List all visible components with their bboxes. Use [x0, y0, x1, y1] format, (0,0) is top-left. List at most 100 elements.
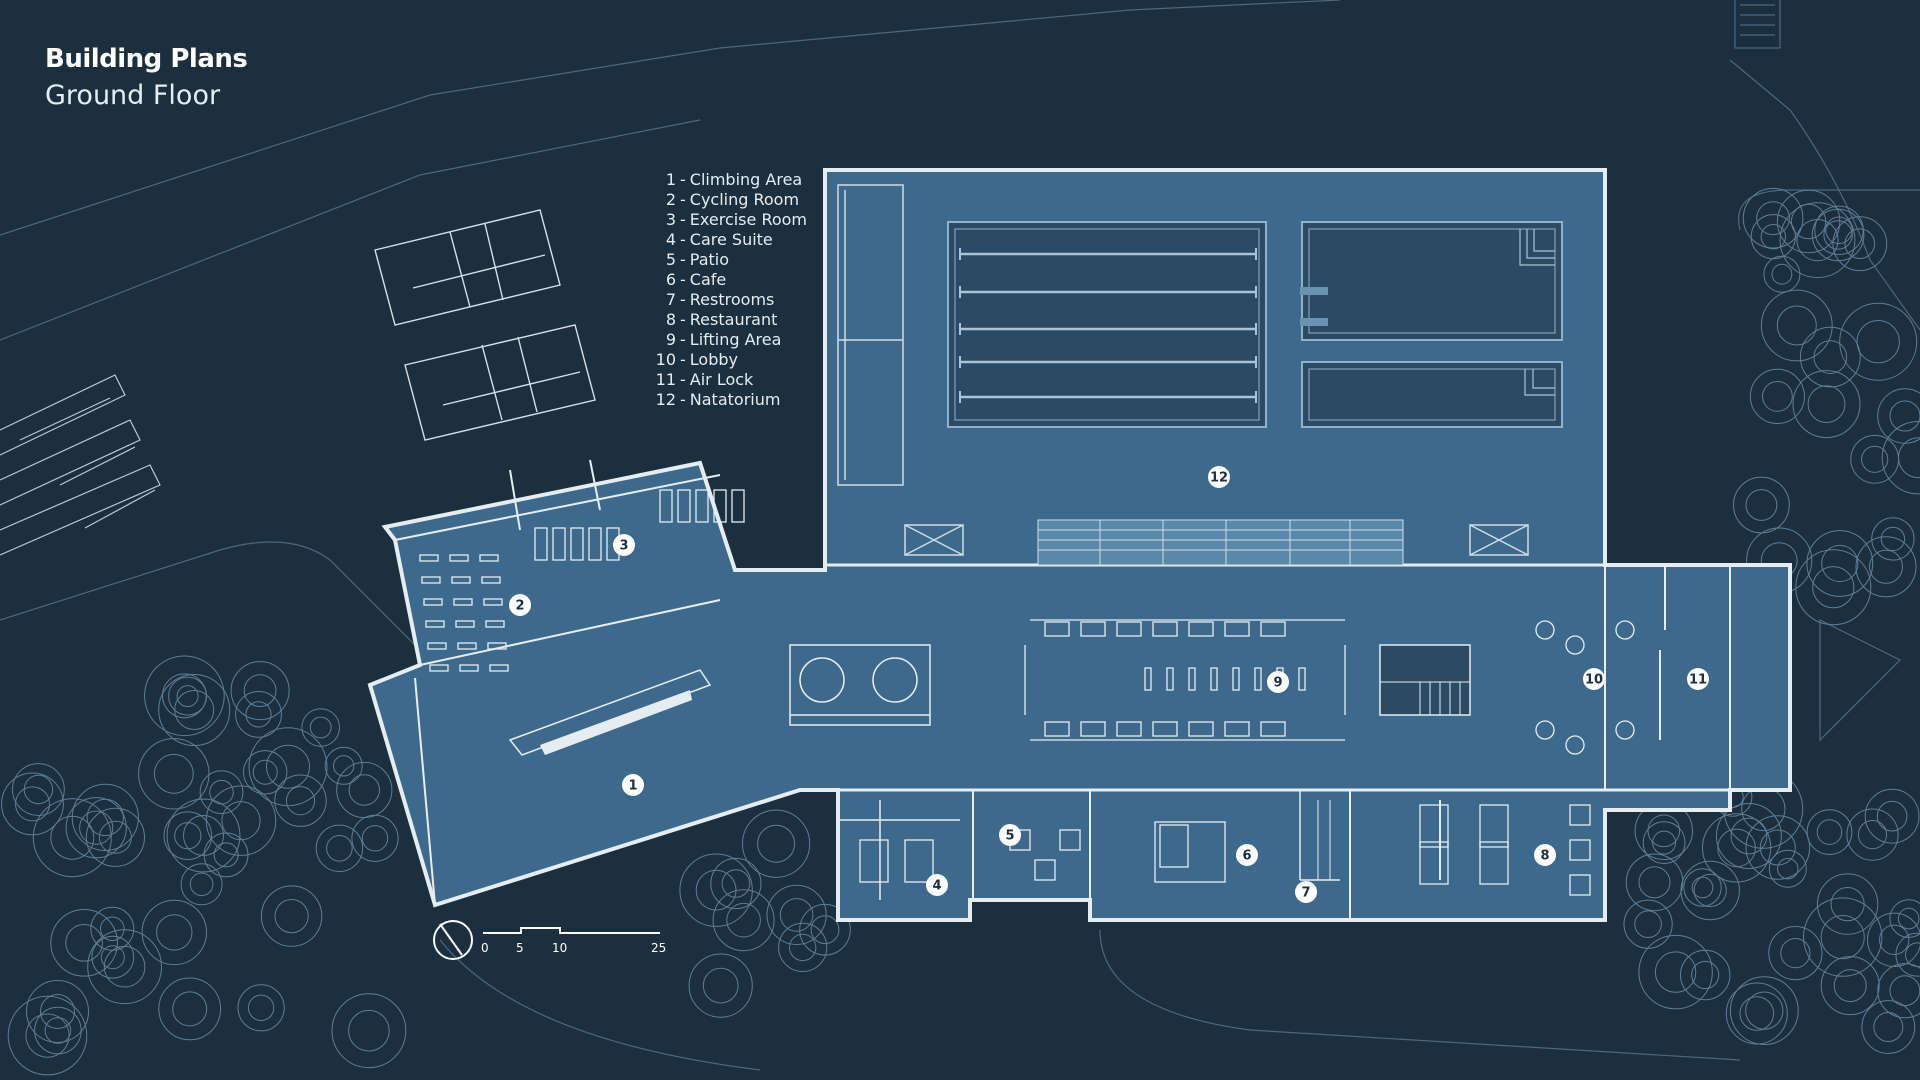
tree-core [176, 685, 199, 708]
bike [449, 554, 469, 562]
tree-core [15, 786, 50, 822]
tree-core [274, 899, 309, 934]
tree [1795, 549, 1872, 626]
room-badge: 4 [926, 874, 948, 896]
strength-machine [1224, 621, 1250, 637]
road-edge-north [0, 9, 1131, 236]
tree [1779, 202, 1856, 279]
tree-core [65, 924, 103, 962]
tree-core [1869, 549, 1903, 584]
bike [455, 620, 475, 628]
legend-item: 4-Care Suite [648, 230, 807, 250]
legend-item: 11-Air Lock [648, 370, 807, 390]
tree-core [23, 774, 54, 805]
road-edge-inner [0, 119, 701, 341]
tree-core [1693, 873, 1727, 908]
tree [71, 783, 139, 852]
strength-machine [1188, 621, 1214, 637]
tree-core [333, 755, 355, 777]
legend-item: 12-Natatorium [648, 390, 807, 410]
legend-number: 12 [655, 390, 676, 409]
path-east [1729, 59, 1920, 331]
tree [1750, 214, 1796, 260]
pool-spa [1301, 361, 1563, 428]
strength-machine [1224, 721, 1250, 737]
small-table [1569, 804, 1591, 826]
tree-core [1717, 828, 1756, 868]
tree-core [100, 916, 125, 942]
room-badge: 7 [1295, 881, 1317, 903]
tree [1861, 1000, 1916, 1054]
legend-label: Lobby [689, 350, 738, 369]
tree-core [174, 690, 215, 730]
path-west [0, 541, 421, 651]
room-badge: 6 [1236, 844, 1258, 866]
tree-core [1776, 305, 1817, 346]
tree [144, 655, 225, 737]
room-badge-number: 6 [1242, 849, 1251, 864]
tree-core [326, 835, 353, 862]
legend-number: 4 [665, 230, 676, 249]
tree-core [1647, 814, 1681, 848]
tree [166, 798, 241, 873]
tree-core [266, 744, 310, 789]
room-badge-number: 7 [1301, 886, 1310, 901]
weight-bench [1144, 667, 1152, 691]
dining-table [1419, 804, 1449, 848]
dining-table [1479, 804, 1509, 848]
treadmill [677, 489, 691, 523]
tree [87, 929, 162, 1005]
tree [32, 798, 112, 878]
tree-core [757, 824, 796, 863]
tree [12, 763, 65, 816]
tree [1638, 934, 1713, 1010]
tree-core [162, 673, 207, 719]
tree-core [789, 933, 817, 962]
stair-treads [1740, 4, 1775, 36]
room-badge: 5 [999, 824, 1021, 846]
weight-bench [1254, 667, 1262, 691]
room-badge: 2 [509, 594, 531, 616]
scale-label-25: 25 [651, 941, 666, 955]
legend-number: 1 [665, 170, 676, 189]
tree [742, 809, 811, 878]
tree-core [1691, 960, 1720, 990]
tree-core [1745, 489, 1778, 521]
bike [453, 598, 473, 606]
tree-core [1825, 216, 1853, 245]
room-badge-number: 2 [515, 599, 524, 614]
legend-number: 2 [665, 190, 676, 209]
road-edge-east [1129, 0, 1341, 11]
tree-core [1654, 951, 1697, 993]
tree-core [726, 902, 761, 938]
small-table [1569, 874, 1591, 896]
dining-table [1159, 824, 1189, 868]
legend-item: 8-Restaurant [648, 310, 807, 330]
weight-bench [1210, 667, 1218, 691]
bike [487, 642, 507, 650]
tree [65, 797, 127, 859]
tree-core [1745, 991, 1784, 1030]
tree-core [1821, 544, 1859, 583]
tree [85, 807, 146, 867]
scale-label-0: 0 [481, 941, 489, 955]
tree-core [1823, 220, 1853, 250]
dining-table [859, 839, 889, 883]
tree-core [243, 674, 277, 707]
weight-bench [1298, 667, 1306, 691]
legend-item: 7-Restrooms [648, 290, 807, 310]
room-badge: 9 [1267, 671, 1289, 693]
scale-bar: 0 5 10 25 [481, 927, 666, 955]
legend-item: 5-Patio [648, 250, 807, 270]
natatorium-locker-room [837, 184, 1529, 556]
tree [1867, 912, 1920, 967]
tree-core [183, 815, 224, 856]
tree [315, 824, 364, 872]
tree [1877, 963, 1920, 1019]
treadmill [588, 527, 602, 561]
tree [1881, 421, 1920, 495]
tree [712, 889, 775, 952]
legend-number: 9 [665, 330, 676, 349]
tree [1742, 187, 1804, 249]
tree [710, 857, 762, 910]
